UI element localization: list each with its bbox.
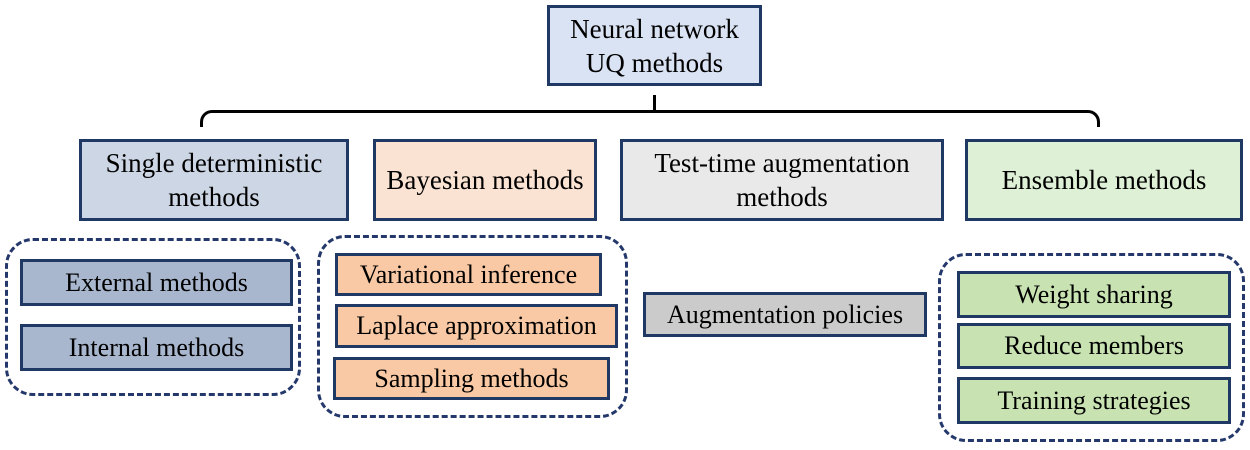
category-label-line: methods <box>168 182 260 212</box>
category-test-time-augmentation-methods: Test-time augmentation methods <box>620 139 944 221</box>
node-label: External methods <box>65 267 248 297</box>
node-label: Training strategies <box>997 385 1191 415</box>
node-label: Sampling methods <box>374 363 569 393</box>
node-label: Internal methods <box>68 332 245 362</box>
node-external-methods: External methods <box>20 259 293 306</box>
node-label: Weight sharing <box>1015 279 1173 309</box>
root-node-neural-network-uq-methods: Neural network UQ methods <box>547 5 762 86</box>
node-training-strategies: Training strategies <box>957 377 1231 424</box>
category-ensemble-methods: Ensemble methods <box>965 139 1243 221</box>
group-bayesian <box>317 235 628 418</box>
category-bayesian-methods: Bayesian methods <box>373 139 597 221</box>
node-label: Variational inference <box>359 259 578 289</box>
root-node-line-2: UQ methods <box>585 47 724 78</box>
tree-connector-tick <box>653 95 656 112</box>
category-label-line: Ensemble methods <box>1001 165 1207 195</box>
group-ensemble <box>938 253 1245 442</box>
node-laplace-approximation: Laplace approximation <box>335 304 618 348</box>
category-label-line: Bayesian methods <box>386 165 584 195</box>
category-label-line: methods <box>736 182 828 212</box>
category-label-line: Test-time augmentation <box>654 148 910 178</box>
node-label: Laplace approximation <box>356 311 597 340</box>
node-weight-sharing: Weight sharing <box>957 271 1231 318</box>
root-node-line-1: Neural network <box>570 13 739 44</box>
node-augmentation-policies: Augmentation policies <box>643 292 927 337</box>
node-sampling-methods: Sampling methods <box>333 357 610 400</box>
node-reduce-members: Reduce members <box>957 323 1231 369</box>
tree-connector-bracket <box>200 110 1100 127</box>
node-label: Reduce members <box>1004 331 1184 360</box>
node-variational-inference: Variational inference <box>335 253 602 296</box>
node-label: Augmentation policies <box>666 299 904 329</box>
node-internal-methods: Internal methods <box>20 324 293 371</box>
group-single-deterministic <box>5 238 301 396</box>
category-label-line: Single deterministic <box>105 148 323 178</box>
category-single-deterministic-methods: Single deterministic methods <box>79 139 349 221</box>
